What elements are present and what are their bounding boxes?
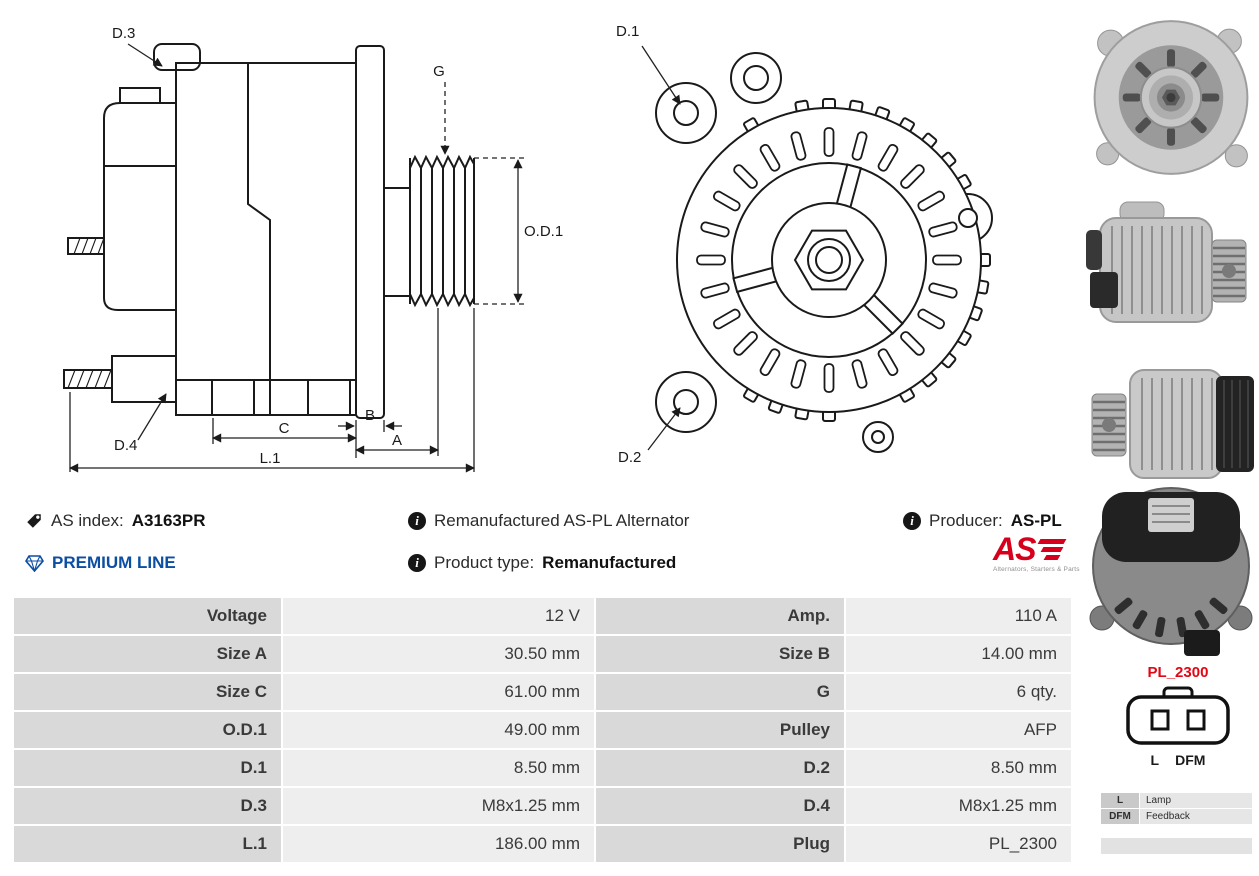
spec-label: Pulley <box>596 712 844 748</box>
spec-label: D.3 <box>14 788 281 824</box>
plug-name: PL_2300 <box>1147 664 1209 681</box>
spec-value: 49.00 mm <box>283 712 594 748</box>
vent-slots <box>696 127 962 393</box>
plug-pin-dfm: DFM <box>1175 752 1206 768</box>
as-index-value: A3163PR <box>131 511 206 530</box>
spec-label: O.D.1 <box>14 712 281 748</box>
spec-value: 6 qty. <box>846 674 1071 710</box>
spec-label: Amp. <box>596 598 844 634</box>
product-description: i Remanufactured AS-PL Alternator <box>408 509 689 533</box>
spec-value: PL_2300 <box>846 826 1071 862</box>
tag-icon <box>27 514 41 528</box>
logo-brand: AS <box>993 531 1036 567</box>
product-type-label: Product type: <box>434 553 535 572</box>
product-photo-side-right <box>1085 196 1257 346</box>
plug-legend-pin: DFM <box>1101 809 1139 824</box>
info-icon: i <box>408 554 426 572</box>
info-icon: i <box>903 512 921 530</box>
product-photo-side-left <box>1085 350 1257 500</box>
logo-tagline: Alternators, Starters & Parts <box>993 566 1080 573</box>
producer-value: AS-PL <box>1010 511 1062 530</box>
hub-and-spokes <box>732 163 904 335</box>
front-view-diagram: D.1 D.2 <box>616 23 993 466</box>
spec-value: 12 V <box>283 598 594 634</box>
spec-value: M8x1.25 mm <box>846 788 1071 824</box>
spec-value: 8.50 mm <box>283 750 594 786</box>
dim-label-b: B <box>365 407 375 424</box>
dim-label-d2: D.2 <box>618 449 641 466</box>
spec-label: D.4 <box>596 788 844 824</box>
dim-label-c: C <box>279 420 290 437</box>
product-description-text: Remanufactured AS-PL Alternator <box>434 511 690 530</box>
thread-hatching <box>67 237 112 389</box>
producer-label: Producer: <box>929 511 1003 530</box>
plug-pin-l: L <box>1150 752 1160 768</box>
spec-label: Voltage <box>14 598 281 634</box>
plug-legend-pin: L <box>1101 793 1139 808</box>
spec-label: G <box>596 674 844 710</box>
spec-value: 14.00 mm <box>846 636 1071 672</box>
plug-legend: L Lamp DFM Feedback <box>1101 793 1252 824</box>
spec-label: L.1 <box>14 826 281 862</box>
product-photo-front <box>1085 5 1257 191</box>
as-index-label: AS index: <box>51 511 124 530</box>
spec-value: 61.00 mm <box>283 674 594 710</box>
spec-label: Size C <box>14 674 281 710</box>
as-index: AS index: A3163PR <box>25 509 205 533</box>
premium-line: PREMIUM LINE <box>25 551 176 575</box>
dim-label-g: G <box>433 63 445 80</box>
product-photo-rear <box>1085 468 1257 660</box>
spec-value: 186.00 mm <box>283 826 594 862</box>
producer: i Producer: AS-PL <box>903 509 1062 533</box>
dim-label-l1: L.1 <box>260 450 281 467</box>
info-icon: i <box>408 512 426 530</box>
spec-value: 30.50 mm <box>283 636 594 672</box>
spec-label: Plug <box>596 826 844 862</box>
dim-label-d4: D.4 <box>114 437 137 454</box>
spec-label: D.2 <box>596 750 844 786</box>
dim-label-d1: D.1 <box>616 23 639 40</box>
spec-value: AFP <box>846 712 1071 748</box>
plug-connector-diagram <box>1126 686 1230 745</box>
plug-legend-desc: Lamp <box>1140 793 1252 808</box>
dimension-lines <box>69 43 524 473</box>
spec-value: M8x1.25 mm <box>283 788 594 824</box>
spec-label: Size B <box>596 636 844 672</box>
spec-table: Voltage 12 V Amp. 110 A Size A 30.50 mm … <box>14 598 1071 862</box>
diamond-icon <box>25 554 44 572</box>
dim-label-a: A <box>392 432 402 449</box>
leader-lines <box>641 45 681 451</box>
logo-stripes-icon <box>1038 539 1067 564</box>
spec-value: 8.50 mm <box>846 750 1071 786</box>
as-pl-logo: AS Alternators, Starters & Parts <box>993 531 1093 573</box>
spec-label: D.1 <box>14 750 281 786</box>
spec-label: Size A <box>14 636 281 672</box>
side-view-diagram: D.3 G O.D.1 D.4 C B A L.1 <box>63 25 563 473</box>
plug-legend-desc: Feedback <box>1140 809 1252 824</box>
dim-label-d3: D.3 <box>112 25 135 42</box>
plug-pin-labels: L DFM <box>1120 752 1236 768</box>
spec-value: 110 A <box>846 598 1071 634</box>
alternator-side-body <box>63 43 475 419</box>
plug-legend-empty-row <box>1101 838 1252 854</box>
product-type: i Product type: Remanufactured <box>408 551 676 575</box>
dim-label-od1: O.D.1 <box>524 223 563 240</box>
product-type-value: Remanufactured <box>542 553 677 572</box>
premium-line-text: PREMIUM LINE <box>52 553 176 572</box>
